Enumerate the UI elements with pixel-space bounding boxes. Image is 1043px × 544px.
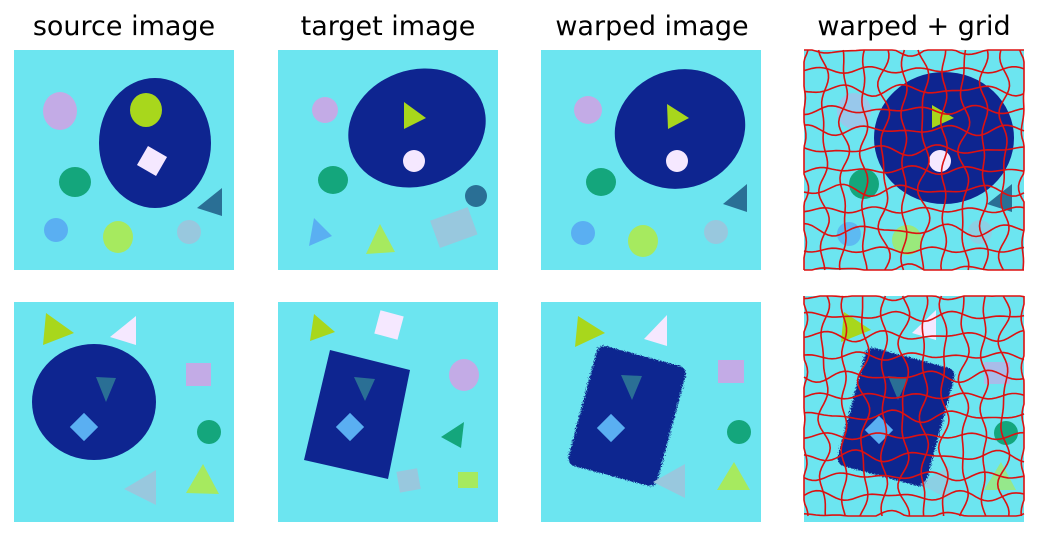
grid-line — [803, 124, 1025, 137]
grid-line — [803, 369, 1025, 384]
grid-line — [803, 144, 1025, 157]
grid-line — [1017, 49, 1025, 271]
grid-line — [803, 409, 1025, 424]
panel-source-row2 — [14, 302, 234, 522]
grid-line — [803, 489, 1025, 502]
grid-line — [803, 83, 1025, 98]
grid-line — [803, 104, 1025, 116]
title-source-image: source image — [33, 11, 215, 42]
grid-line — [803, 392, 1025, 400]
panel-warped-row2 — [541, 302, 761, 522]
grid-line — [803, 310, 1025, 323]
grid-line — [803, 66, 1025, 75]
title-warped-image: warped image — [555, 11, 748, 42]
grid-line — [803, 351, 1025, 361]
grid-line — [803, 49, 810, 270]
grid-line — [997, 49, 1011, 271]
grid-line — [916, 49, 931, 271]
grid-line — [803, 206, 1025, 214]
grid-line — [900, 49, 908, 271]
grid-line — [897, 295, 911, 517]
grid-line — [803, 246, 1025, 255]
grid-line — [1020, 296, 1025, 517]
grid-line — [918, 295, 930, 517]
grid-line — [803, 164, 1025, 176]
grid-line — [803, 183, 1025, 198]
grid-line — [837, 49, 851, 271]
grid-line — [957, 49, 971, 271]
deformation-grid-row1 — [803, 49, 1025, 271]
grid-line — [803, 509, 1025, 517]
grid-line — [939, 49, 948, 271]
panel-target-row1 — [278, 50, 498, 270]
panel-warped-grid-row1 — [803, 49, 1025, 271]
grid-line — [804, 49, 1024, 57]
panel-warped-row1 — [541, 50, 761, 270]
grid-line — [937, 295, 950, 517]
grid-line — [803, 222, 1025, 238]
grid-line — [979, 295, 990, 517]
grid-line — [803, 449, 1025, 463]
grid-line — [840, 295, 848, 517]
grid-line — [996, 295, 1012, 517]
panel-warped-grid-row2 — [803, 295, 1025, 522]
grid-line — [879, 295, 889, 517]
grid-line — [858, 49, 869, 271]
panel-target-row2 — [278, 302, 498, 522]
grid-line — [876, 49, 891, 271]
grid-line — [803, 471, 1025, 482]
grid-line — [804, 263, 1024, 271]
grid-line — [856, 296, 871, 517]
grid-line — [803, 329, 1025, 343]
grid-line — [803, 295, 1025, 302]
title-target-image: target image — [301, 11, 476, 42]
grid-line — [803, 296, 809, 517]
panel-source-row1 — [14, 50, 234, 270]
title-warped-grid: warped + grid — [817, 11, 1010, 42]
grid-line — [803, 431, 1025, 441]
deformation-grid-row2 — [803, 295, 1025, 517]
